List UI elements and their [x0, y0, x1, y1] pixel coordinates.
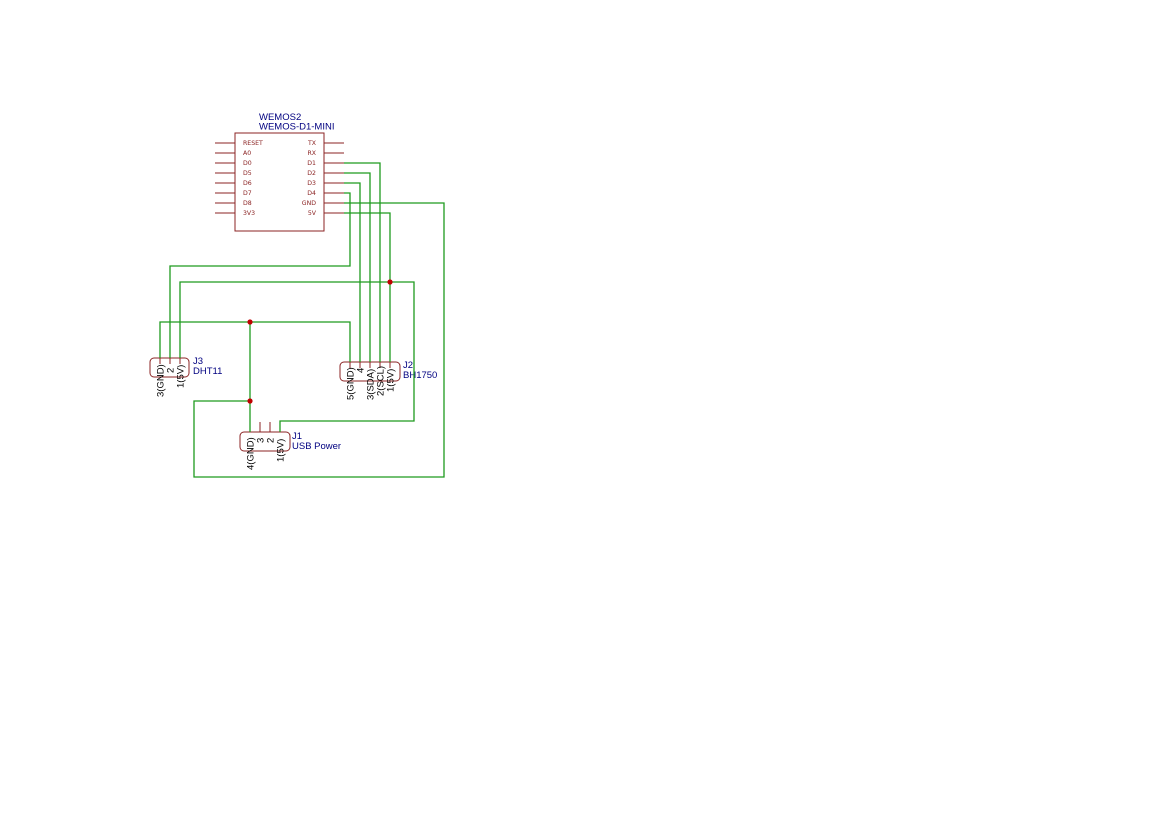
wemos-pin-label: D1 — [307, 160, 316, 167]
wemos-pin-label: GND — [302, 200, 316, 207]
wemos-pin-label: D3 — [307, 180, 316, 187]
wemos-pin-label: A0 — [243, 150, 251, 157]
wemos-pin-label: D0 — [243, 160, 252, 167]
j2-pin-number: 1(5V) — [386, 369, 397, 392]
j2-pin-number: 4 — [356, 368, 367, 373]
j3-pin-number: 3(GND) — [156, 364, 167, 397]
wemos-pin-label: D5 — [243, 170, 252, 177]
j1-pin-number: 1(5V) — [276, 439, 287, 462]
wemos-pin-label: D7 — [243, 190, 252, 197]
j2-value: BH1750 — [403, 370, 437, 381]
junction-dot — [387, 279, 393, 285]
wire-gnd — [193, 202, 445, 478]
j3-dht11-connector: 3(GND) 2 1(5V) J3 DHT11 — [149, 356, 222, 397]
wemos-reference: WEMOS2 — [259, 112, 301, 123]
j3-pin-number: 1(5V) — [176, 365, 187, 388]
junctions — [247, 279, 393, 404]
j1-body — [239, 431, 291, 452]
wemos-pin-label: D6 — [243, 180, 252, 187]
j3-pin-number: 2 — [166, 368, 177, 373]
wemos-right-pins: TX RX D1 D2 D3 D4 GND 5V — [302, 140, 344, 217]
wemos-pin-label: TX — [307, 140, 317, 147]
wire-5v-bh1750 — [344, 212, 391, 362]
j1-pin-number: 2 — [266, 438, 277, 443]
wemos-value: WEMOS-D1-MINI — [259, 122, 334, 133]
wire-d3-j2-pin4 — [344, 182, 361, 362]
wemos-left-pins: RESET A0 D0 D5 D6 D7 D8 3V3 — [215, 140, 263, 217]
wire-d2-sda — [344, 172, 371, 362]
wire-5v-bus — [179, 281, 415, 432]
j1-pin-number: 3 — [256, 438, 267, 443]
j2-pin-number: 5(GND) — [346, 367, 357, 400]
junction-dot — [247, 319, 253, 325]
wemos-pin-label: RX — [307, 150, 316, 157]
j1-reference: J1 — [292, 431, 302, 442]
wemos-pin-label: D2 — [307, 170, 316, 177]
wemos-pin-label: D8 — [243, 200, 252, 207]
wemos-pin-label: D4 — [307, 190, 316, 197]
wemos-pin-label: RESET — [243, 140, 263, 147]
j1-usb-power-connector: 4(GND) 3 2 1(5V) J1 USB Power — [239, 422, 341, 470]
j2-reference: J2 — [403, 360, 413, 371]
wires — [159, 162, 445, 478]
wire-d1-scl — [344, 162, 381, 362]
j2-pin-number: 2(SCL) — [376, 366, 387, 396]
j1-pin-number: 4(GND) — [246, 437, 257, 470]
wire-gnd-bus — [159, 321, 351, 362]
wire-d4-dht11-data — [169, 192, 351, 358]
wemos-pin-label: 5V — [308, 210, 317, 217]
j2-pin-number: 3(SDA) — [366, 369, 377, 400]
j3-value: DHT11 — [193, 366, 222, 377]
wemos-body — [234, 132, 325, 232]
j3-reference: J3 — [193, 356, 203, 367]
junction-dot — [247, 398, 253, 404]
j1-value: USB Power — [292, 441, 341, 452]
wemos-pin-label: 3V3 — [243, 210, 255, 217]
wemos-d1-mini-symbol: WEMOS2 WEMOS-D1-MINI RESET A0 D0 D5 D6 D… — [215, 112, 344, 232]
j2-bh1750-connector: 5(GND) 4 3(SDA) 2(SCL) 1(5V) J2 BH1750 — [339, 360, 437, 400]
